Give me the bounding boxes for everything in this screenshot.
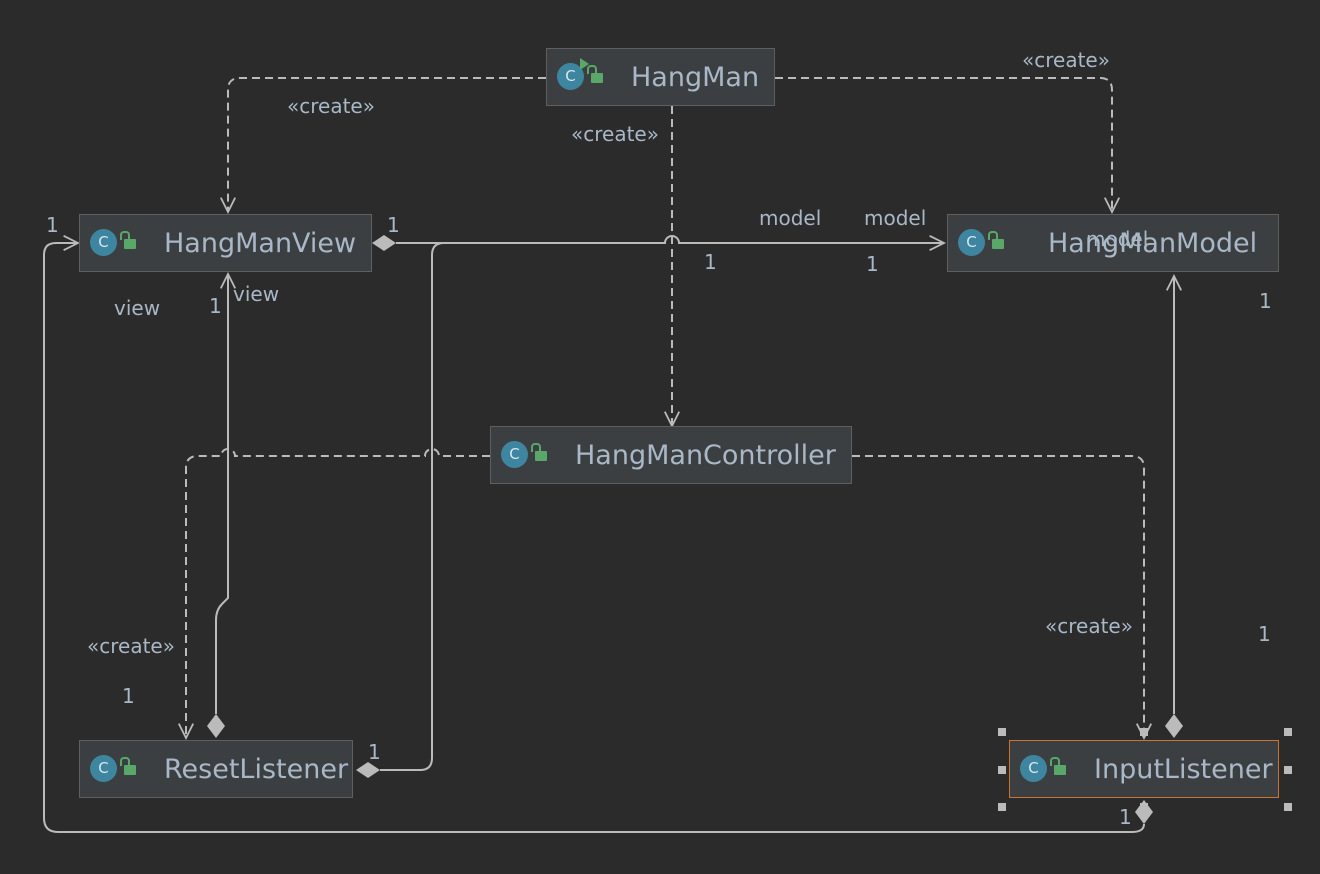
edge-reset-view[interactable]: [215, 274, 228, 714]
edge-reset-model[interactable]: [380, 242, 445, 771]
edge-controller-create-reset[interactable]: [186, 448, 490, 738]
class-name: HangManController: [575, 439, 836, 471]
multiplicity-label: 1: [704, 250, 717, 274]
composition-diamond-input-model: [1165, 714, 1183, 738]
class-icon: C: [1020, 755, 1047, 782]
role-label-view: view: [233, 282, 280, 306]
multiplicity-label: 1: [866, 252, 879, 276]
class-icon: C: [90, 755, 117, 782]
selection-handle[interactable]: [998, 766, 1006, 774]
multiplicity-label: 1: [368, 740, 381, 764]
class-icon: C: [90, 229, 117, 256]
class-name: HangMan: [631, 61, 760, 93]
multiplicity-label: 1: [1259, 289, 1272, 313]
edge-hangman-create-view[interactable]: [228, 77, 546, 212]
role-label-model: model: [1086, 227, 1149, 251]
edge-view-model[interactable]: [396, 236, 944, 243]
selection-handle[interactable]: [998, 803, 1006, 811]
edge-input-view[interactable]: [43, 243, 1145, 833]
role-label-model: model: [864, 206, 927, 230]
composition-diamond-input-view: [1135, 800, 1153, 824]
selection-handle[interactable]: [1284, 803, 1292, 811]
composition-diamond-reset-model: [356, 762, 380, 778]
create-label: «create»: [1045, 614, 1133, 638]
selection-handle[interactable]: [1140, 803, 1148, 811]
selection-handle[interactable]: [1284, 766, 1292, 774]
multiplicity-label: 1: [122, 684, 135, 708]
class-name: HangManView: [164, 227, 357, 259]
selection-handle[interactable]: [998, 728, 1006, 736]
create-label: «create»: [1022, 48, 1110, 72]
public-visibility-icon: [531, 443, 547, 461]
multiplicity-label: 1: [387, 213, 400, 237]
multiplicity-label: 1: [1119, 805, 1132, 829]
class-name: InputListener: [1094, 753, 1273, 785]
create-label: «create»: [87, 634, 175, 658]
class-hangmanmodel[interactable]: C HangManModel: [947, 214, 1279, 272]
class-inputlistener[interactable]: C InputListener: [1009, 740, 1279, 798]
class-resetlistener[interactable]: C ResetListener: [79, 740, 353, 798]
class-hangmanview[interactable]: C HangManView: [79, 214, 372, 272]
role-label-model: model: [759, 206, 822, 230]
class-icon: C: [958, 229, 985, 256]
edge-hangman-create-model[interactable]: [775, 77, 1112, 212]
class-name: ResetListener: [164, 753, 349, 785]
class-icon: C: [501, 441, 528, 468]
composition-diamond-reset-view: [207, 714, 225, 738]
class-icon: C: [557, 58, 589, 90]
multiplicity-label: 1: [209, 294, 222, 318]
run-icon: [580, 58, 589, 70]
public-visibility-icon: [120, 231, 136, 249]
create-label: «create»: [287, 94, 375, 118]
public-visibility-icon: [587, 65, 603, 83]
create-label: «create»: [571, 122, 659, 146]
public-visibility-icon: [988, 231, 1004, 249]
class-name: HangManModel: [1048, 227, 1258, 259]
class-hangmancontroller[interactable]: C HangManController: [490, 426, 852, 484]
edge-controller-create-input[interactable]: [852, 455, 1144, 738]
multiplicity-label: 1: [1258, 622, 1271, 646]
public-visibility-icon: [120, 757, 136, 775]
multiplicity-label: 1: [46, 213, 59, 237]
selection-handle[interactable]: [1140, 728, 1148, 736]
selection-handle[interactable]: [1284, 728, 1292, 736]
class-hangman[interactable]: C HangMan: [546, 48, 775, 106]
composition-diamond-view: [372, 235, 396, 251]
public-visibility-icon: [1050, 757, 1066, 775]
role-label-view: view: [114, 296, 161, 320]
